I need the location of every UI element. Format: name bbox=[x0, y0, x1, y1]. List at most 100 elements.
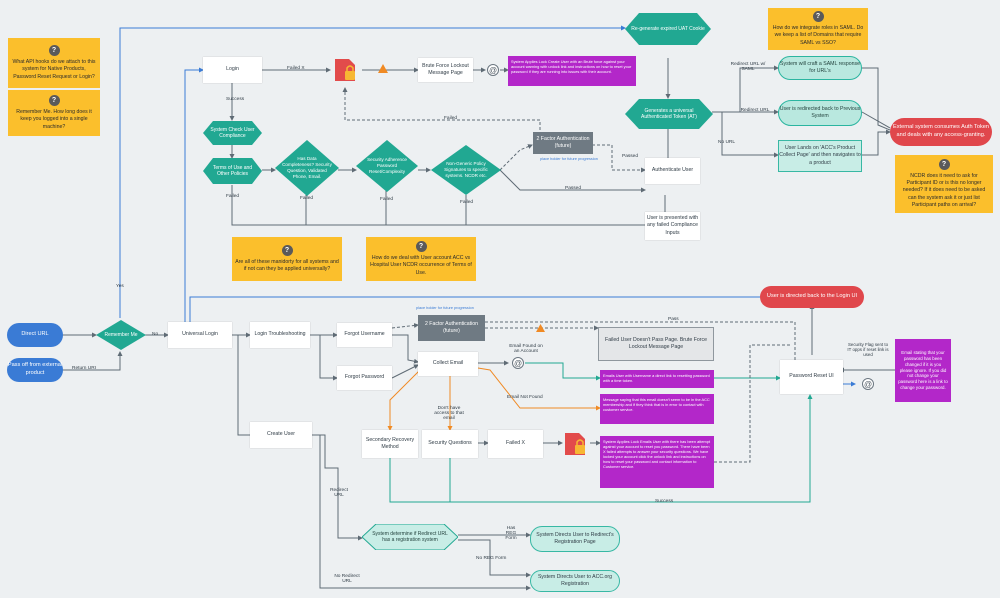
user-account-note: ? How do we deal with User account ACC vs… bbox=[366, 237, 476, 281]
external-consumes-node[interactable]: External system consumes Auth Token and … bbox=[890, 118, 992, 146]
redirected-back-node[interactable]: User is redirected back to Previous Syst… bbox=[778, 100, 862, 126]
universal-login-node[interactable]: Universal Login bbox=[168, 322, 232, 348]
success-label: Success bbox=[226, 97, 245, 102]
brute-force-page-node[interactable]: Brute Force Lockout Message Page bbox=[418, 58, 473, 82]
saml-response-node[interactable]: System will craft a SAML response for UR… bbox=[778, 56, 862, 80]
regenerate-cookie-text: Re-generate expired UAT Cookie bbox=[631, 25, 705, 32]
question-icon: ? bbox=[415, 241, 427, 253]
security-flag-label: Security Flag sent to IT opps if reset l… bbox=[847, 342, 889, 357]
success-label-2: Success bbox=[655, 499, 674, 504]
terms-decision[interactable]: Terms of Use and Other Policies bbox=[203, 158, 262, 184]
acc-registration-node[interactable]: System Directs User to ACC.org Registrat… bbox=[530, 570, 620, 592]
ncdr-note: ? NCDR does it need to ask for Participan… bbox=[895, 155, 993, 213]
mandatory-note: ? Are all of these manidorty for all syst… bbox=[232, 237, 342, 281]
lock-message-node: System Applies Lock Create User with an … bbox=[508, 56, 636, 86]
email-icon: @ bbox=[487, 64, 499, 76]
system-check-decision[interactable]: System Check User Compliance bbox=[203, 121, 262, 145]
pass-off-node[interactable]: Pass off from external product bbox=[7, 358, 63, 382]
remember-me-decision[interactable]: Remember Me bbox=[96, 320, 146, 350]
note-text: How do we deal with User account ACC vs … bbox=[370, 255, 472, 276]
generates-token-text: Generates a universal Authenticated Toke… bbox=[641, 107, 697, 121]
no-reg-label: No REG Form bbox=[476, 556, 507, 561]
note-text: Are all of these manidorty for all syste… bbox=[235, 258, 339, 272]
placeholder-note-2: place holder for future progression bbox=[416, 306, 474, 310]
redirect-registration-node[interactable]: System Directs User to Redirect's Regist… bbox=[530, 526, 620, 552]
passed-label-1: Passed bbox=[622, 154, 638, 159]
generates-token-decision[interactable]: Generates a universal Authenticated Toke… bbox=[625, 99, 713, 129]
data-completeness-text: Has Data Completeness? Security Question… bbox=[282, 156, 332, 179]
failed-label-4: Failed bbox=[460, 200, 474, 205]
system-determine-decision[interactable]: System determine if Redirect URL has a r… bbox=[362, 524, 458, 550]
placeholder-note: place holder for future progression bbox=[540, 157, 598, 161]
security-questions-node[interactable]: Security Questions bbox=[422, 430, 478, 458]
failed-x-label: Failed X bbox=[287, 66, 305, 71]
email-username-node: Emails User with Username a direct link … bbox=[600, 370, 714, 388]
login-troubleshooting-node[interactable]: Login Troubleshooting bbox=[250, 322, 310, 348]
failed-x2-node[interactable]: Failed X bbox=[488, 430, 543, 458]
note-text: Remember Me. How long does it keep you l… bbox=[16, 109, 92, 130]
secondary-recovery-node[interactable]: Secondary Recovery Method bbox=[362, 430, 418, 458]
security-adherence-decision[interactable]: Security Adherence Password Reset/Comple… bbox=[356, 140, 418, 192]
password-reset-ui-node[interactable]: Password Reset UI bbox=[780, 360, 843, 394]
login-node[interactable]: Login bbox=[203, 57, 262, 83]
remember-me-note: ? Remember Me. How long does it keep you … bbox=[8, 90, 100, 136]
has-reg-label: Has REG Form bbox=[505, 526, 517, 541]
question-icon: ? bbox=[48, 45, 60, 57]
non-generic-text: Non-Generic Policy Signatures to specifi… bbox=[444, 161, 488, 178]
warning-icon bbox=[536, 324, 545, 332]
remember-me-text: Remember Me bbox=[104, 331, 138, 338]
two-factor-node-2[interactable]: 2 Factor Authentication (future) bbox=[418, 315, 485, 341]
failed-label-5: Failed bbox=[444, 116, 458, 121]
email-found-label: Email Found on an Account bbox=[509, 344, 543, 354]
question-icon: ? bbox=[281, 244, 293, 256]
api-hooks-note: ? What API hooks do we attach to this sys… bbox=[8, 38, 100, 88]
dont-have-label: Don't have access to that email bbox=[434, 406, 464, 421]
lock-icon bbox=[333, 57, 359, 88]
non-generic-decision[interactable]: Non-Generic Policy Signatures to specifi… bbox=[431, 145, 501, 195]
authenticate-user-node[interactable]: Authenticate User bbox=[645, 158, 700, 184]
question-icon: ? bbox=[48, 95, 60, 107]
return-uri-label: Return URI bbox=[72, 366, 96, 371]
redirect-saml-label: Redirect URL w/ SAML bbox=[730, 62, 766, 72]
pass-label: Pass bbox=[668, 317, 679, 322]
user-presented-node[interactable]: User is presented with any failed Compli… bbox=[645, 212, 700, 240]
lock-message-node-2: System Applies Lock Emails User with the… bbox=[600, 436, 714, 488]
message-not-exist-node: Message saying that this email doesn't s… bbox=[600, 394, 714, 424]
note-text: NCDR does it need to ask for Participant… bbox=[902, 173, 986, 208]
system-determine-text: System determine if Redirect URL has a r… bbox=[372, 530, 448, 544]
failed-user-node[interactable]: Failed User Doesn't Pass Page. Brute For… bbox=[598, 327, 714, 361]
redirect-url-label: Redirect URL bbox=[740, 108, 770, 113]
direct-url-node[interactable]: Direct URL bbox=[7, 323, 63, 347]
question-icon: ? bbox=[938, 159, 950, 171]
no-redirect-label: No Redirect URL bbox=[334, 574, 360, 584]
failed-label-3: Failed bbox=[380, 197, 394, 202]
failed-label-2: Failed bbox=[300, 196, 314, 201]
forgot-password-node[interactable]: Forgot Password bbox=[337, 366, 392, 390]
two-factor-future-node[interactable]: 2 Factor Authentication (future) bbox=[533, 132, 593, 154]
failed-label-1: Failed bbox=[226, 194, 240, 199]
saml-roles-note: ? How do we integrate roles in SAML. Do w… bbox=[768, 8, 868, 50]
note-text: What API hooks do we attach to this syst… bbox=[12, 59, 96, 80]
terms-text: Terms of Use and Other Policies bbox=[212, 164, 253, 178]
warning-icon bbox=[378, 64, 388, 73]
note-text: How do we integrate roles in SAML. Do we… bbox=[772, 25, 864, 46]
system-check-text: System Check User Compliance bbox=[210, 126, 255, 140]
question-icon: ? bbox=[812, 11, 824, 23]
email-icon: @ bbox=[862, 378, 874, 390]
passed-label-2: Passed bbox=[565, 186, 581, 191]
forgot-username-node[interactable]: Forgot Username bbox=[337, 323, 392, 347]
directed-back-node[interactable]: User is directed back to the Login UI bbox=[760, 286, 864, 308]
user-lands-node[interactable]: User Lands on 'ACC's Product Collect Pag… bbox=[778, 140, 862, 172]
email-icon: @ bbox=[512, 357, 524, 369]
email-stating-node: Email stating that your password has bee… bbox=[895, 339, 951, 402]
data-completeness-decision[interactable]: Has Data Completeness? Security Question… bbox=[275, 140, 339, 196]
yes-label: Yes bbox=[116, 284, 124, 289]
regenerate-cookie-decision[interactable]: Re-generate expired UAT Cookie bbox=[625, 13, 711, 45]
create-user-node[interactable]: Create User bbox=[250, 422, 312, 448]
no-url-label: No URL bbox=[718, 140, 736, 145]
security-adherence-text: Security Adherence Password Reset/Comple… bbox=[367, 157, 407, 174]
no-label: No bbox=[152, 332, 159, 337]
collect-email-node[interactable]: Collect Email bbox=[418, 352, 478, 376]
email-not-found-label: Email Not Found bbox=[507, 395, 543, 400]
